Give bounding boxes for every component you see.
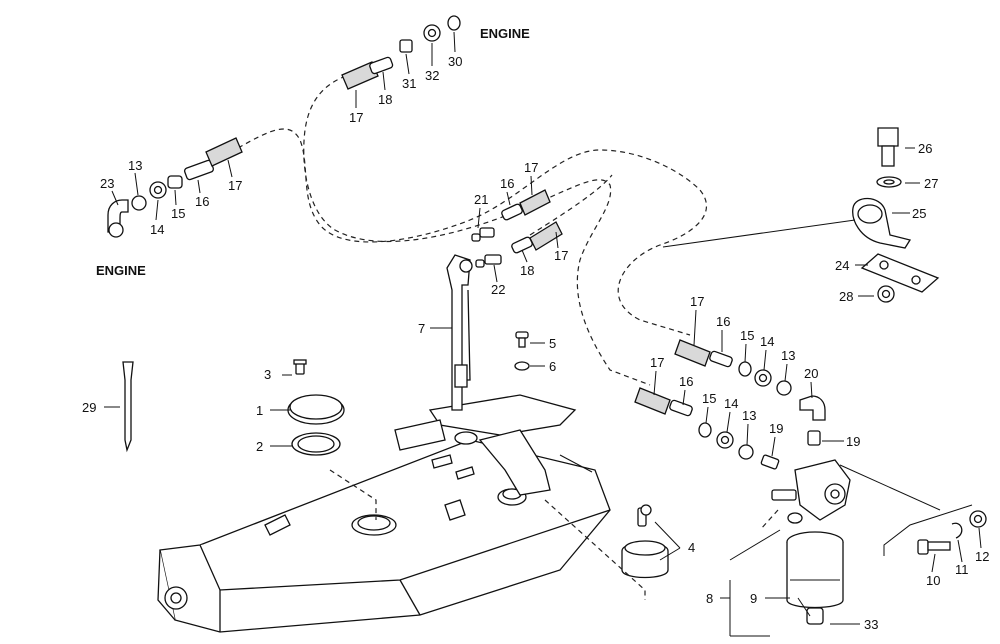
top-hose-fittings: [341, 15, 461, 90]
callout-20: 20: [804, 366, 818, 381]
callout-11: 11: [955, 562, 969, 577]
callout-13-right-b: 13: [742, 408, 756, 423]
callout-16-right-a: 16: [716, 314, 730, 329]
mid-hose-fittings: [471, 189, 563, 268]
callout-32: 32: [425, 68, 439, 83]
callout-25: 25: [912, 206, 926, 221]
fuel-cap: [621, 504, 669, 579]
fuel-valve: [771, 459, 851, 524]
callout-17-left: 17: [228, 178, 242, 193]
callout-1: 1: [256, 403, 263, 418]
callout-16-left: 16: [195, 194, 209, 209]
callout-19-right: 19: [846, 434, 860, 449]
callout-6: 6: [549, 359, 556, 374]
small-hardware: [514, 331, 530, 371]
engine-label-top: ENGINE: [480, 26, 530, 41]
part-callouts: 1 2 3 4 5 6 7 8 9 10 11 12 13 13 13 13 1…: [82, 54, 989, 632]
fuel-tank: [157, 394, 611, 633]
callout-15-right-a: 15: [740, 328, 754, 343]
callout-22: 22: [491, 282, 505, 297]
engine-label-left: ENGINE: [96, 263, 146, 278]
callout-16-right-b: 16: [679, 374, 693, 389]
callout-33: 33: [864, 617, 878, 632]
callout-31: 31: [402, 76, 416, 91]
callout-30: 30: [448, 54, 462, 69]
callout-17-mid-a: 17: [524, 160, 538, 175]
callout-4: 4: [688, 540, 695, 555]
callout-18-top: 18: [378, 92, 392, 107]
fuel-pipe: [446, 254, 473, 411]
callout-26: 26: [918, 141, 932, 156]
callout-3: 3: [264, 367, 271, 382]
callout-14-right-b: 14: [724, 396, 738, 411]
callout-13-right-a: 13: [781, 348, 795, 363]
filter-bracket-hardware: [883, 504, 987, 556]
callout-7: 7: [418, 321, 425, 336]
callout-17-top: 17: [349, 110, 363, 125]
callout-12: 12: [975, 549, 989, 564]
callout-28: 28: [839, 289, 853, 304]
callout-17-right-a: 17: [690, 294, 704, 309]
leader-lines: [104, 147, 941, 637]
callout-5: 5: [549, 336, 556, 351]
clamp-hardware: [852, 127, 940, 303]
engine-labels: ENGINE ENGINE: [96, 26, 530, 278]
fuel-filter: [786, 531, 844, 625]
callout-15-left: 15: [171, 206, 185, 221]
cover-plate-parts: [122, 359, 345, 456]
callout-16-mid: 16: [500, 176, 514, 191]
fuel-hose-routes: [237, 69, 707, 386]
callout-15-right-b: 15: [702, 391, 716, 406]
right-hose-fittings: [634, 339, 826, 470]
callout-23: 23: [100, 176, 114, 191]
callout-14-left: 14: [150, 222, 164, 237]
callout-17-right-b: 17: [650, 355, 664, 370]
callout-stubs: [111, 31, 982, 573]
callout-17-mid-b: 17: [554, 248, 568, 263]
callout-27: 27: [924, 176, 938, 191]
callout-24: 24: [835, 258, 849, 273]
callout-21: 21: [474, 192, 488, 207]
callout-14-right-a: 14: [760, 334, 774, 349]
callout-8: 8: [706, 591, 713, 606]
callout-29: 29: [82, 400, 96, 415]
callout-19-mid: 19: [769, 421, 783, 436]
callout-2: 2: [256, 439, 263, 454]
callout-9: 9: [750, 591, 757, 606]
callout-18-mid: 18: [520, 263, 534, 278]
callout-10: 10: [926, 573, 940, 588]
callout-13-left: 13: [128, 158, 142, 173]
left-hose-fittings: [107, 137, 243, 238]
